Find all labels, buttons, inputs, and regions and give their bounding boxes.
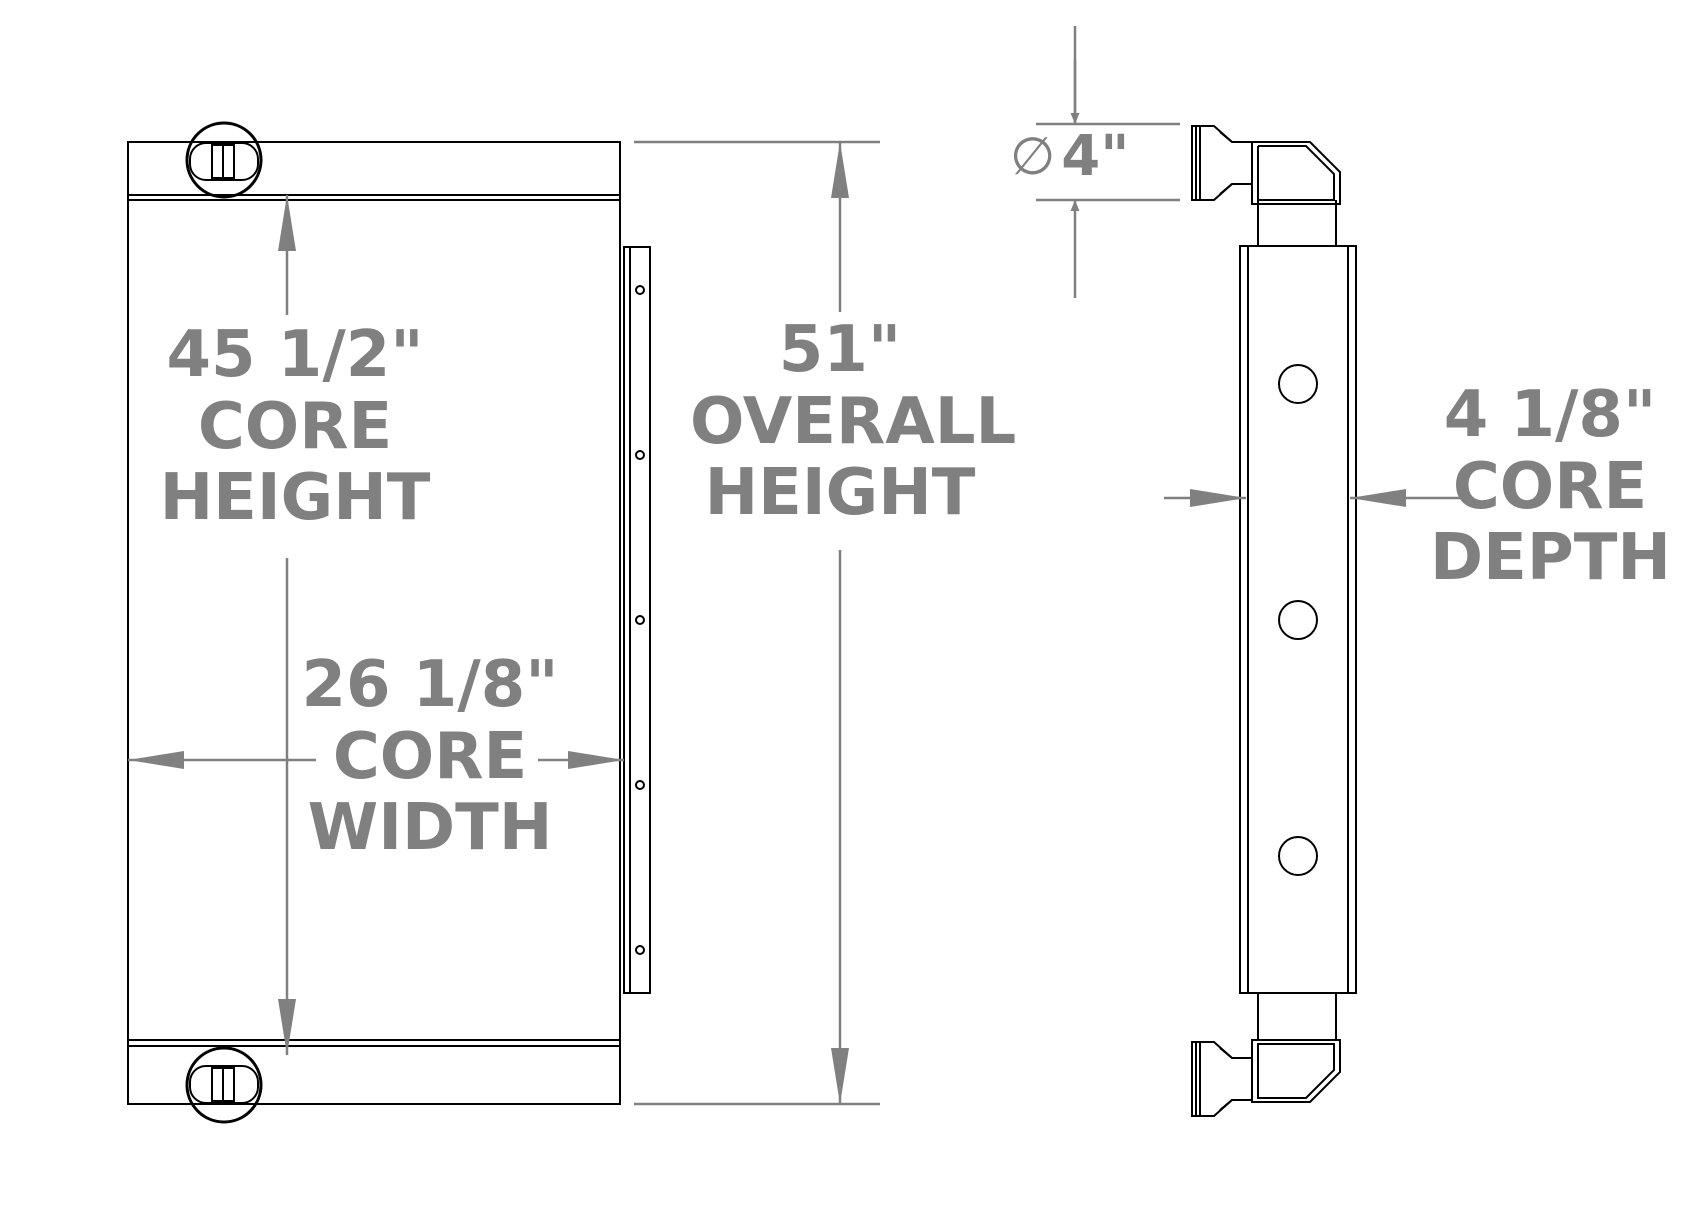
core-height-line1: CORE bbox=[197, 389, 393, 464]
front-view bbox=[127, 121, 651, 1124]
side-view bbox=[1191, 125, 1357, 1117]
side-core bbox=[1239, 245, 1357, 994]
front-dimensions bbox=[128, 140, 880, 1106]
side-dimensions bbox=[1036, 26, 1460, 507]
core-height-line2: HEIGHT bbox=[159, 461, 431, 536]
pipe-diameter-label: ∅4" bbox=[1010, 124, 1170, 189]
side-bracket bbox=[623, 246, 651, 994]
core-height-label: 45 1/2" CORE HEIGHT bbox=[150, 318, 440, 536]
core-depth-line2: DEPTH bbox=[1430, 521, 1671, 596]
core-height-value: 45 1/2" bbox=[166, 318, 424, 392]
bottom-port bbox=[185, 1046, 263, 1124]
bottom-elbow bbox=[1251, 1039, 1341, 1103]
bottom-tank bbox=[127, 1045, 621, 1105]
core-width-line2: WIDTH bbox=[307, 791, 553, 866]
pipe-diameter-value: 4" bbox=[1061, 124, 1130, 189]
core-depth-line1: CORE bbox=[1452, 449, 1648, 524]
top-port bbox=[185, 121, 263, 199]
top-elbow bbox=[1251, 141, 1341, 205]
side-holes bbox=[1278, 364, 1318, 876]
core-width-line1: CORE bbox=[332, 719, 528, 794]
bracket-holes bbox=[635, 285, 645, 955]
overall-height-label: 51" OVERALL HEIGHT bbox=[690, 313, 1017, 531]
core-width-label: 26 1/8" CORE WIDTH bbox=[295, 648, 565, 866]
diameter-symbol: ∅ bbox=[1010, 127, 1056, 188]
core-depth-value: 4 1/8" bbox=[1443, 378, 1657, 452]
overall-height-line1: OVERALL bbox=[690, 384, 1017, 459]
overall-height-value: 51" bbox=[778, 313, 902, 387]
core-width-value: 26 1/8" bbox=[301, 648, 559, 722]
overall-height-line2: HEIGHT bbox=[704, 456, 976, 531]
core-depth-label: 4 1/8" CORE DEPTH bbox=[1430, 378, 1671, 596]
